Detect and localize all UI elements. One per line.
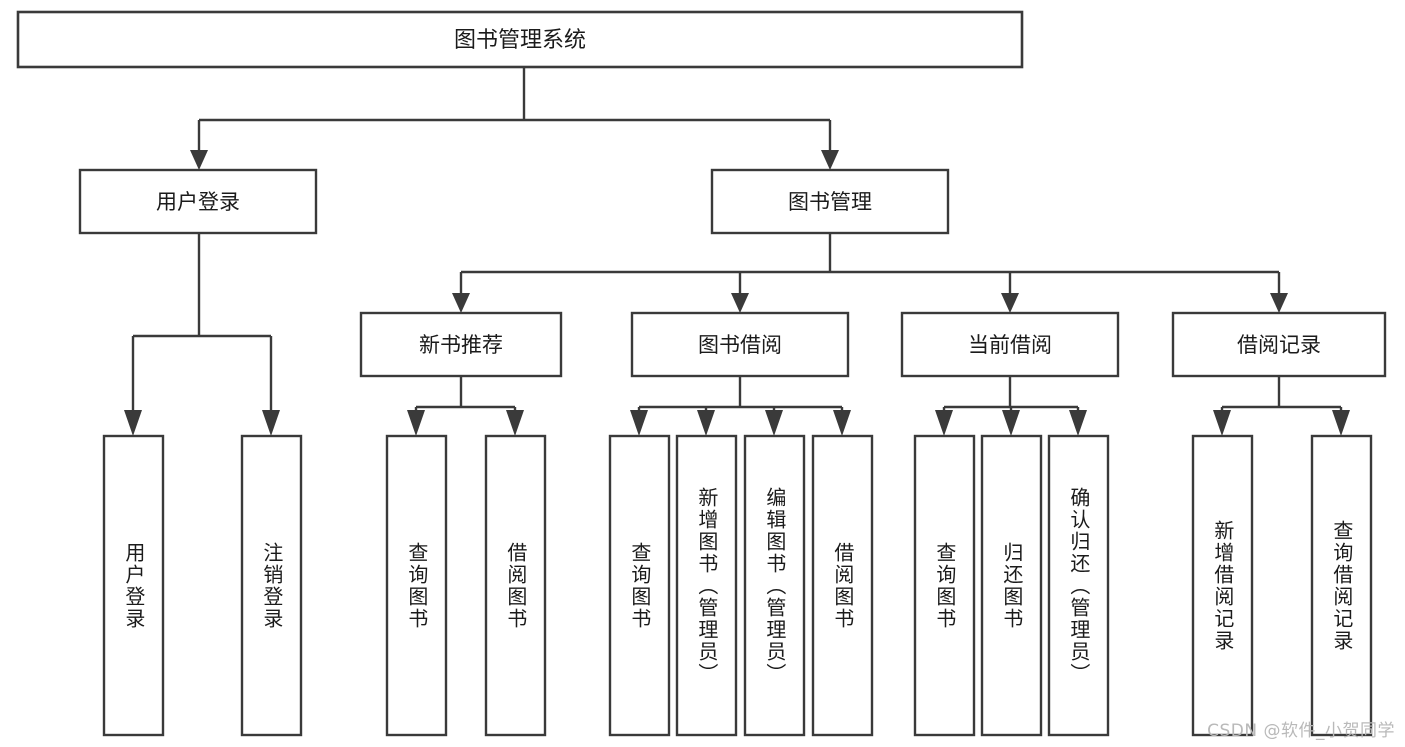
leaf-box-user-login[interactable]: [102, 434, 165, 737]
arrow-to-leaf-add-record: [1213, 410, 1231, 436]
leaf-box-query-book-1[interactable]: [385, 434, 448, 737]
node-new-book-recommend-box[interactable]: [359, 311, 563, 378]
arrow-to-leaf-user-login: [124, 410, 142, 436]
leaf-box-add-record[interactable]: [1191, 434, 1254, 737]
node-book-borrow-label: 图书借阅: [698, 333, 782, 357]
connectors: [124, 67, 1350, 436]
arrow-to-new-book: [452, 293, 470, 313]
arrow-to-leaf-borrow-book-1: [506, 410, 524, 436]
node-borrow-record[interactable]: 借阅记录: [1171, 311, 1387, 378]
node-borrow-record-box[interactable]: [1171, 311, 1387, 378]
node-user-login[interactable]: 用户登录: [78, 168, 318, 235]
arrow-to-book-borrow: [731, 293, 749, 313]
node-root[interactable]: 图书管理系统: [16, 10, 1024, 69]
arrow-to-leaf-confirm-return: [1069, 410, 1087, 436]
node-book-management[interactable]: 图书管理: [710, 168, 950, 235]
node-book-borrow[interactable]: 图书借阅: [630, 311, 850, 378]
arrow-to-leaf-return-book: [1002, 410, 1020, 436]
leaf-box-confirm-return[interactable]: [1047, 434, 1110, 737]
leaf-box-borrow-book-1[interactable]: [484, 434, 547, 737]
leaf-box-edit-book[interactable]: [743, 434, 806, 737]
leaf-box-query-book-3[interactable]: [913, 434, 976, 737]
watermark: CSDN @软件_小贺同学: [1207, 721, 1395, 741]
node-book-borrow-box[interactable]: [630, 311, 850, 378]
node-book-management-box[interactable]: [710, 168, 950, 235]
node-current-borrow[interactable]: 当前借阅: [900, 311, 1120, 378]
arrow-to-user-login: [190, 150, 208, 170]
leaf-box-add-book[interactable]: [675, 434, 738, 737]
arrow-to-leaf-edit-book: [765, 410, 783, 436]
node-root-label: 图书管理系统: [454, 28, 586, 53]
node-new-book-recommend[interactable]: 新书推荐: [359, 311, 563, 378]
leaf-box-borrow-book-2[interactable]: [811, 434, 874, 737]
node-user-login-label: 用户登录: [156, 190, 240, 214]
arrow-to-leaf-logout: [262, 410, 280, 436]
arrow-to-leaf-add-book: [697, 410, 715, 436]
arrow-to-leaf-query-book-2: [630, 410, 648, 436]
arrow-to-book-mgmt: [821, 150, 839, 170]
leaf-box-query-book-2[interactable]: [608, 434, 671, 737]
leaf-boxes: [102, 434, 1373, 737]
node-user-login-box[interactable]: [78, 168, 318, 235]
arrow-to-leaf-borrow-book-2: [833, 410, 851, 436]
node-new-book-recommend-label: 新书推荐: [419, 333, 503, 357]
arrow-to-leaf-query-book-3: [935, 410, 953, 436]
leaf-box-return-book[interactable]: [980, 434, 1043, 737]
leaf-box-query-record[interactable]: [1310, 434, 1373, 737]
node-borrow-record-label: 借阅记录: [1237, 333, 1321, 357]
node-book-management-label: 图书管理: [788, 190, 872, 214]
arrow-to-current-borrow: [1001, 293, 1019, 313]
node-current-borrow-label: 当前借阅: [968, 333, 1052, 357]
arrow-to-leaf-query-book-1: [407, 410, 425, 436]
leaf-box-logout[interactable]: [240, 434, 303, 737]
node-root-box[interactable]: [16, 10, 1024, 69]
arrow-to-borrow-record: [1270, 293, 1288, 313]
arrow-to-leaf-query-record: [1332, 410, 1350, 436]
node-current-borrow-box[interactable]: [900, 311, 1120, 378]
